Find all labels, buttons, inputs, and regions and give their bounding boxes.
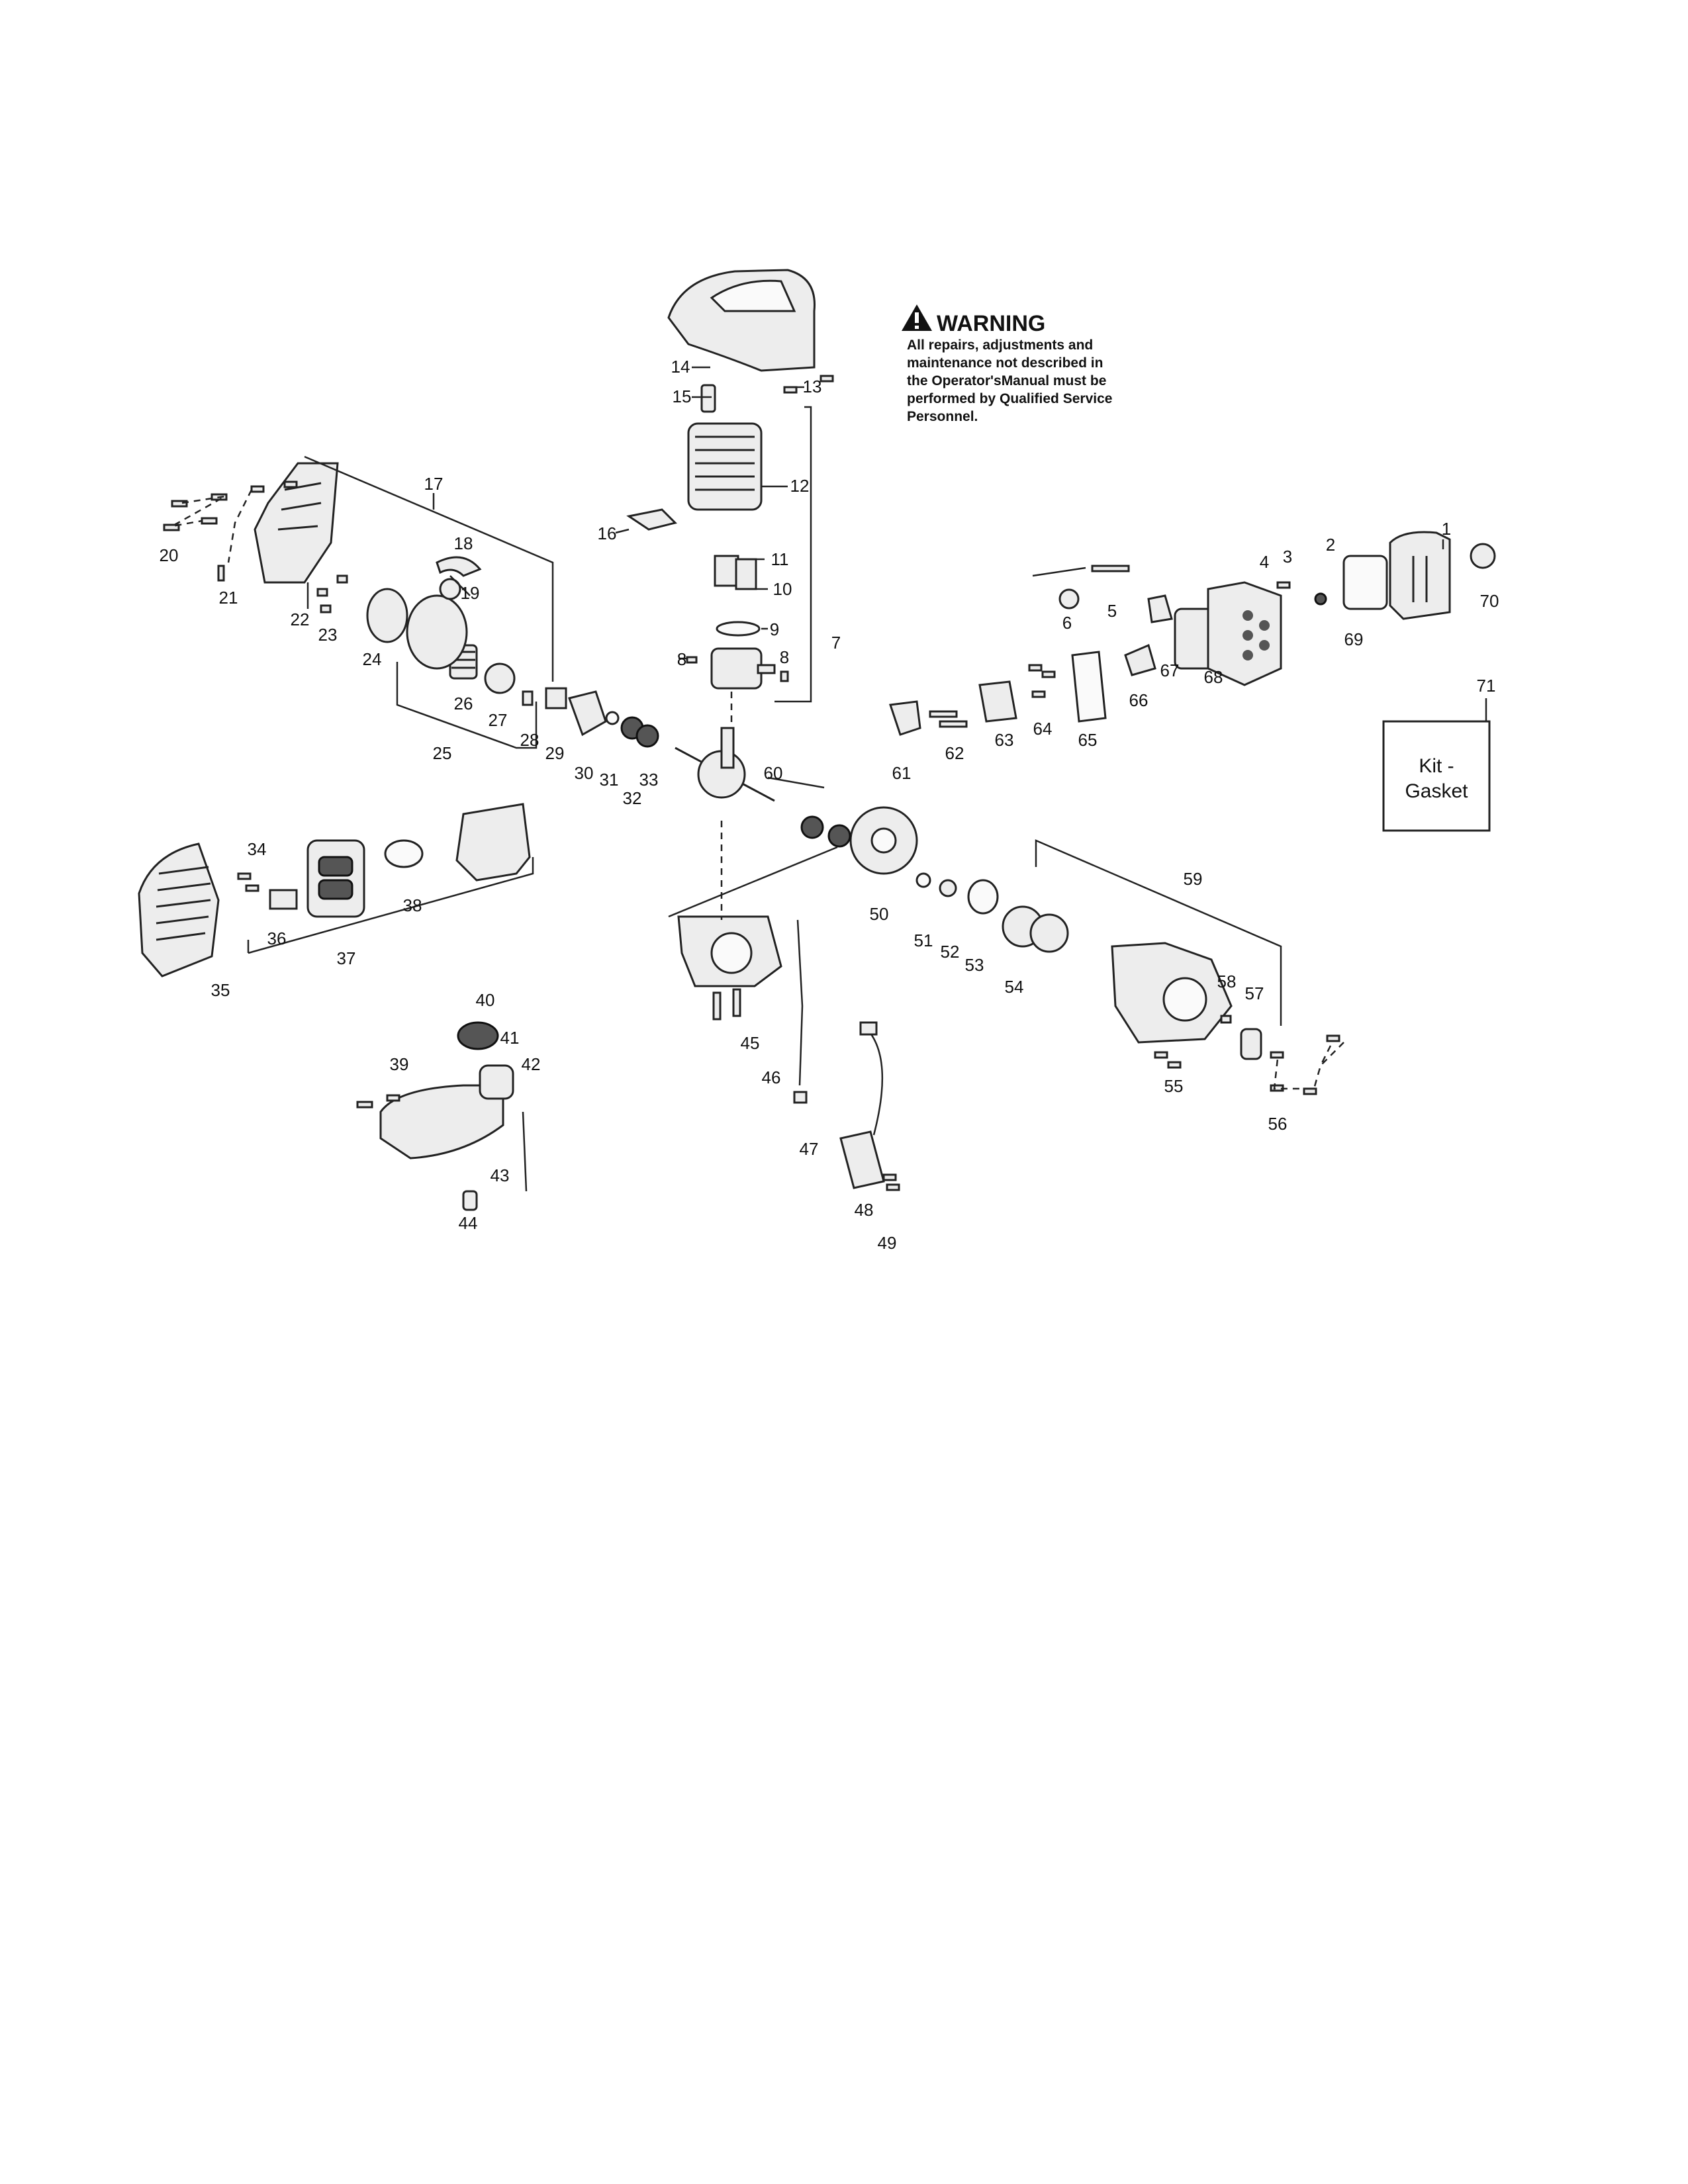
callout-leaders: [306, 366, 1444, 789]
callout-69: 69: [1344, 629, 1364, 649]
callout-43: 43: [491, 1165, 510, 1185]
callout-52: 52: [941, 942, 960, 962]
callout-labels: 1 2 3 4 5 6 7 8 8 9 10 11 12 13 14 15 16…: [160, 357, 1499, 1253]
callout-32: 32: [623, 788, 642, 808]
ignition-module-shape: [839, 1130, 885, 1189]
callout-44: 44: [459, 1213, 478, 1233]
air-filter-cover-shape: [1389, 531, 1451, 620]
callout-42: 42: [522, 1054, 541, 1074]
warning-line-4: performed by Qualified Service: [907, 391, 1112, 406]
callout-34: 34: [248, 839, 267, 859]
callout-56: 56: [1268, 1114, 1288, 1134]
callout-2: 2: [1326, 535, 1335, 555]
callout-12: 12: [790, 476, 810, 496]
callout-1: 1: [1442, 519, 1451, 539]
callout-68: 68: [1204, 667, 1223, 687]
callout-11: 11: [771, 549, 789, 569]
callout-26: 26: [454, 694, 473, 713]
callout-59: 59: [1184, 869, 1203, 889]
callout-5: 5: [1107, 601, 1117, 621]
kit-label-line2: Gasket: [1405, 780, 1468, 802]
warning-title: WARNING: [937, 311, 1045, 336]
callout-71: 71: [1477, 676, 1496, 696]
callout-60: 60: [764, 763, 783, 783]
callout-31: 31: [600, 770, 619, 790]
warning-block: WARNING All repairs, adjustments and mai…: [902, 304, 1112, 424]
callout-17: 17: [424, 474, 444, 494]
part-illustrations: [138, 269, 1496, 1211]
callout-27: 27: [489, 710, 508, 730]
callout-50: 50: [870, 904, 889, 924]
callout-39: 39: [390, 1054, 409, 1074]
callout-21: 21: [219, 588, 238, 608]
callout-54: 54: [1005, 977, 1024, 997]
callout-23: 23: [318, 625, 338, 645]
callout-19: 19: [461, 583, 480, 603]
callout-37: 37: [337, 948, 356, 968]
callout-41: 41: [500, 1028, 520, 1048]
callout-13: 13: [803, 377, 822, 396]
callout-10: 10: [773, 579, 792, 599]
warning-line-3: the Operator'sManual must be: [907, 373, 1106, 388]
callout-9: 9: [770, 619, 779, 639]
callout-8a: 8: [677, 649, 686, 669]
callout-35: 35: [211, 980, 230, 1000]
callout-53: 53: [965, 955, 984, 975]
kit-label-line1: Kit -: [1419, 755, 1454, 777]
starter-housing-shape: [254, 462, 339, 584]
callout-22: 22: [291, 610, 310, 629]
callout-16: 16: [598, 523, 617, 543]
callout-45: 45: [741, 1033, 760, 1053]
callout-7: 7: [831, 633, 841, 653]
callout-28: 28: [520, 730, 539, 750]
callout-15: 15: [673, 387, 692, 406]
callout-55: 55: [1164, 1076, 1184, 1096]
callout-6: 6: [1062, 613, 1072, 633]
callout-67: 67: [1160, 660, 1180, 680]
callout-65: 65: [1078, 730, 1098, 750]
cylinder-shape: [687, 422, 763, 511]
callout-24: 24: [363, 649, 382, 669]
callout-38: 38: [403, 895, 422, 915]
kit-gasket-box: Kit - Gasket: [1382, 698, 1491, 832]
piston-shape: [710, 647, 763, 690]
muffler-shape: [306, 839, 365, 918]
callout-18: 18: [454, 533, 473, 553]
warning-triangle-icon: [902, 304, 932, 331]
warning-line-2: maintenance not described in: [907, 355, 1103, 371]
callout-14: 14: [671, 357, 690, 377]
callout-63: 63: [995, 730, 1014, 750]
callout-58: 58: [1217, 972, 1237, 991]
callout-8b: 8: [780, 647, 789, 667]
callout-40: 40: [476, 990, 495, 1010]
callout-3: 3: [1283, 547, 1292, 567]
callout-66: 66: [1129, 690, 1149, 710]
callout-47: 47: [800, 1139, 819, 1159]
callout-4: 4: [1260, 552, 1269, 572]
warning-line-1: All repairs, adjustments and: [907, 338, 1093, 353]
callout-30: 30: [575, 763, 594, 783]
assembly-brackets: [171, 406, 1344, 1090]
callout-62: 62: [945, 743, 964, 763]
warning-line-5: Personnel.: [907, 409, 978, 424]
callout-61: 61: [892, 763, 912, 783]
callout-25: 25: [433, 743, 452, 763]
callout-33: 33: [639, 770, 659, 790]
callout-29: 29: [545, 743, 565, 763]
callout-36: 36: [267, 929, 287, 948]
callout-49: 49: [878, 1233, 897, 1253]
callout-48: 48: [855, 1200, 874, 1220]
callout-57: 57: [1245, 983, 1264, 1003]
callout-51: 51: [914, 931, 933, 950]
muffler-shroud-shape: [138, 842, 220, 978]
callout-20: 20: [160, 545, 179, 565]
callout-46: 46: [762, 1068, 781, 1087]
callout-64: 64: [1033, 719, 1053, 739]
callout-70: 70: [1480, 591, 1499, 611]
